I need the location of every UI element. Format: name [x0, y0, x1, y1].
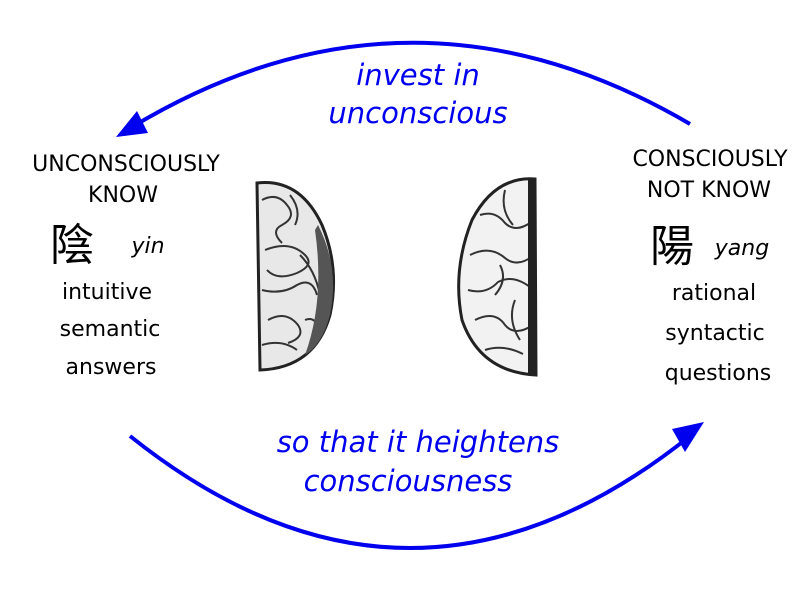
left-item-answers: answers	[66, 355, 157, 380]
left-item-intuitive: intuitive	[62, 280, 152, 305]
bottom-arrow-label-line1: so that it heightens	[277, 425, 560, 459]
left-title-line1: UNCONSCIOUSLY	[32, 152, 220, 177]
yang-reading: yang	[714, 236, 769, 261]
yang-glyph: 陽	[650, 221, 694, 272]
yin-reading: yin	[130, 234, 164, 259]
bottom-arc-arrow	[128, 434, 692, 550]
right-item-questions: questions	[665, 361, 772, 386]
right-title-line2: NOT KNOW	[647, 178, 771, 203]
left-item-semantic: semantic	[60, 317, 161, 342]
left-brain-hemisphere-image	[255, 181, 336, 372]
right-item-syntactic: syntactic	[665, 321, 764, 346]
bottom-arrow-label-line2: consciousness	[304, 464, 513, 498]
left-title-line2: KNOW	[88, 183, 158, 208]
top-arrow-label-line1: invest in	[356, 58, 480, 92]
top-arc-arrow	[130, 40, 692, 129]
top-arrow-label-line2: unconscious	[328, 96, 507, 130]
right-item-rational: rational	[672, 281, 756, 306]
bottom-arrowhead-icon	[672, 422, 704, 452]
right-brain-hemisphere-image	[457, 177, 538, 377]
top-arrowhead-icon	[116, 111, 148, 137]
yin-glyph: 陰	[50, 220, 94, 271]
right-title-line1: CONSCIOUSLY	[632, 147, 788, 172]
